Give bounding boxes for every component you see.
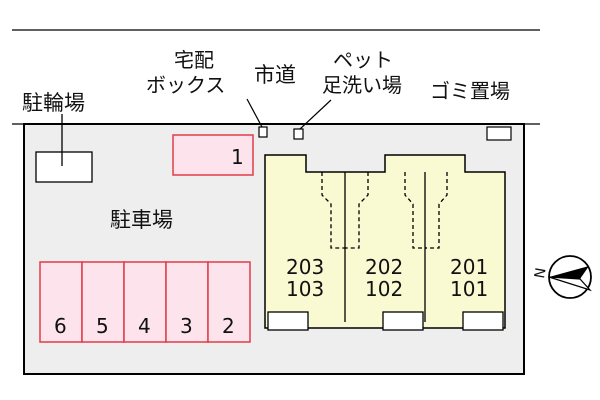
pet-wash-label-2: 足洗い場 [322,73,402,97]
pet-wash-box [293,128,304,140]
parking-space-6 [39,261,83,343]
compass-icon: N [532,255,592,299]
parking-space-2-label: 2 [222,314,235,338]
parking-space-1-label: 1 [231,145,244,169]
parking-space-4-label: 4 [138,314,151,338]
entrance-box-1 [267,311,309,331]
unit-202-label: 202 [365,255,403,279]
compass-n-label: N [532,267,550,280]
stair-dashed-mid [345,172,427,249]
parking-lot-label: 駐車場 [110,208,173,232]
stair-dashed-left [321,172,347,249]
parking-space-3 [165,261,209,343]
city-road-label: 市道 [254,63,296,87]
stair-dashed-right [425,172,448,249]
entrance-box-3 [462,311,504,331]
parking-space-2 [207,261,251,343]
unit-102-label: 102 [365,277,403,301]
garbage-label: ゴミ置場 [430,79,510,103]
parking-space-6-label: 6 [54,314,67,338]
delivery-box-leader [246,98,263,128]
entrance-box-2 [382,311,424,331]
bicycle-parking-box [35,151,93,183]
unit-103-label: 103 [286,277,324,301]
parking-space-3-label: 3 [180,314,193,338]
parking-space-5-label: 5 [96,314,109,338]
parking-space-5 [81,261,125,343]
pet-wash-label-1: ペット [333,48,393,72]
delivery-box [258,126,268,138]
delivery-box-label-1: 宅配 [174,48,214,72]
building-outline [264,154,506,329]
parking-space-1 [172,134,254,176]
delivery-box-label-2: ボックス [146,73,225,97]
pet-wash-leader [299,99,332,130]
unit-203-label: 203 [286,255,324,279]
bicycle-parking-label: 駐輪場 [22,91,85,115]
garbage-box [486,126,512,141]
unit-201-label: 201 [450,255,488,279]
unit-101-label: 101 [450,277,488,301]
